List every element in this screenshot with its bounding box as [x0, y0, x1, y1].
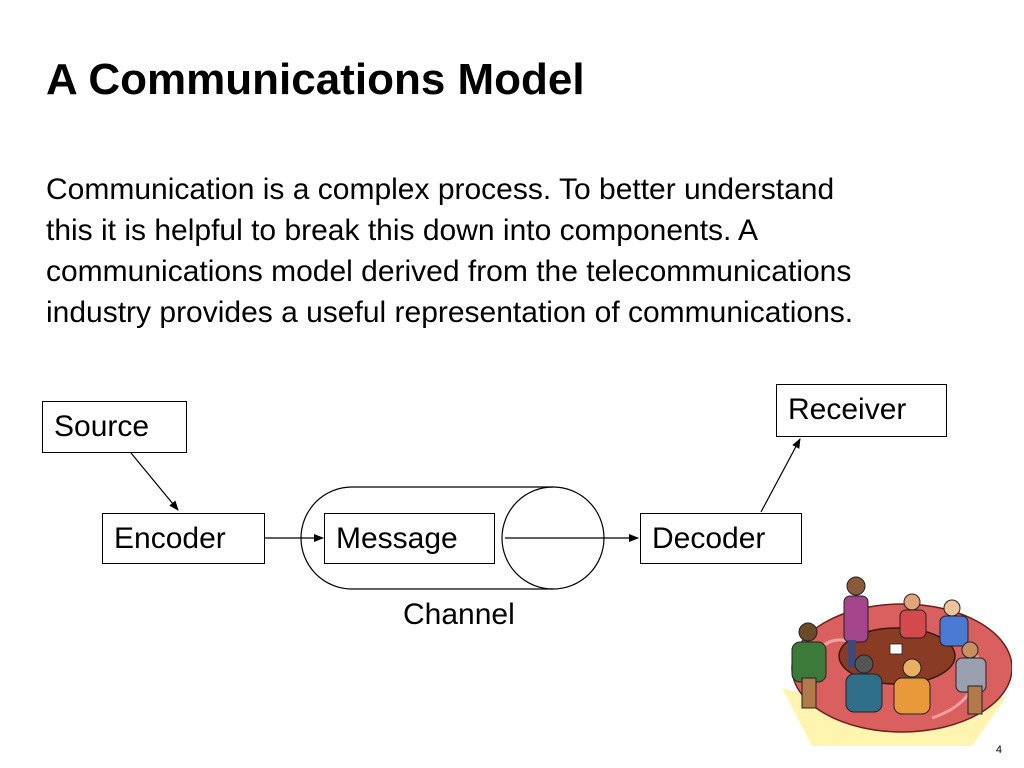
slide-body-text: Communication is a complex process. To b… [46, 169, 986, 333]
decoder-node: Decoder [640, 513, 802, 564]
receiver-node: Receiver [776, 384, 947, 437]
person-right [939, 599, 969, 647]
person-front-right [893, 658, 931, 715]
channel-label: Channel [403, 598, 515, 631]
body-line: industry provides a useful representatio… [46, 296, 854, 329]
person-front-left [845, 654, 883, 713]
chair-shape [801, 677, 817, 709]
arrow-source-to-encoder [130, 452, 179, 511]
person-presenter [843, 576, 869, 668]
group-meeting-clipart [782, 576, 1012, 746]
person-left [791, 622, 827, 683]
arrow-decoder-to-receiver [760, 438, 801, 513]
floor-shape [782, 688, 1007, 746]
body-line: this it is helpful to break this down in… [46, 214, 759, 247]
body-line: Communication is a complex process. To b… [46, 173, 835, 206]
slide-title: A Communications Model [46, 55, 585, 104]
source-node: Source [42, 401, 187, 453]
chair-shape [967, 685, 983, 715]
message-node: Message [324, 513, 495, 564]
body-line: communications model derived from the te… [46, 255, 852, 288]
person-top-right [899, 593, 927, 639]
page-number: 4 [995, 744, 1002, 756]
encoder-node: Encoder [102, 513, 265, 564]
paper-shape [889, 643, 903, 655]
